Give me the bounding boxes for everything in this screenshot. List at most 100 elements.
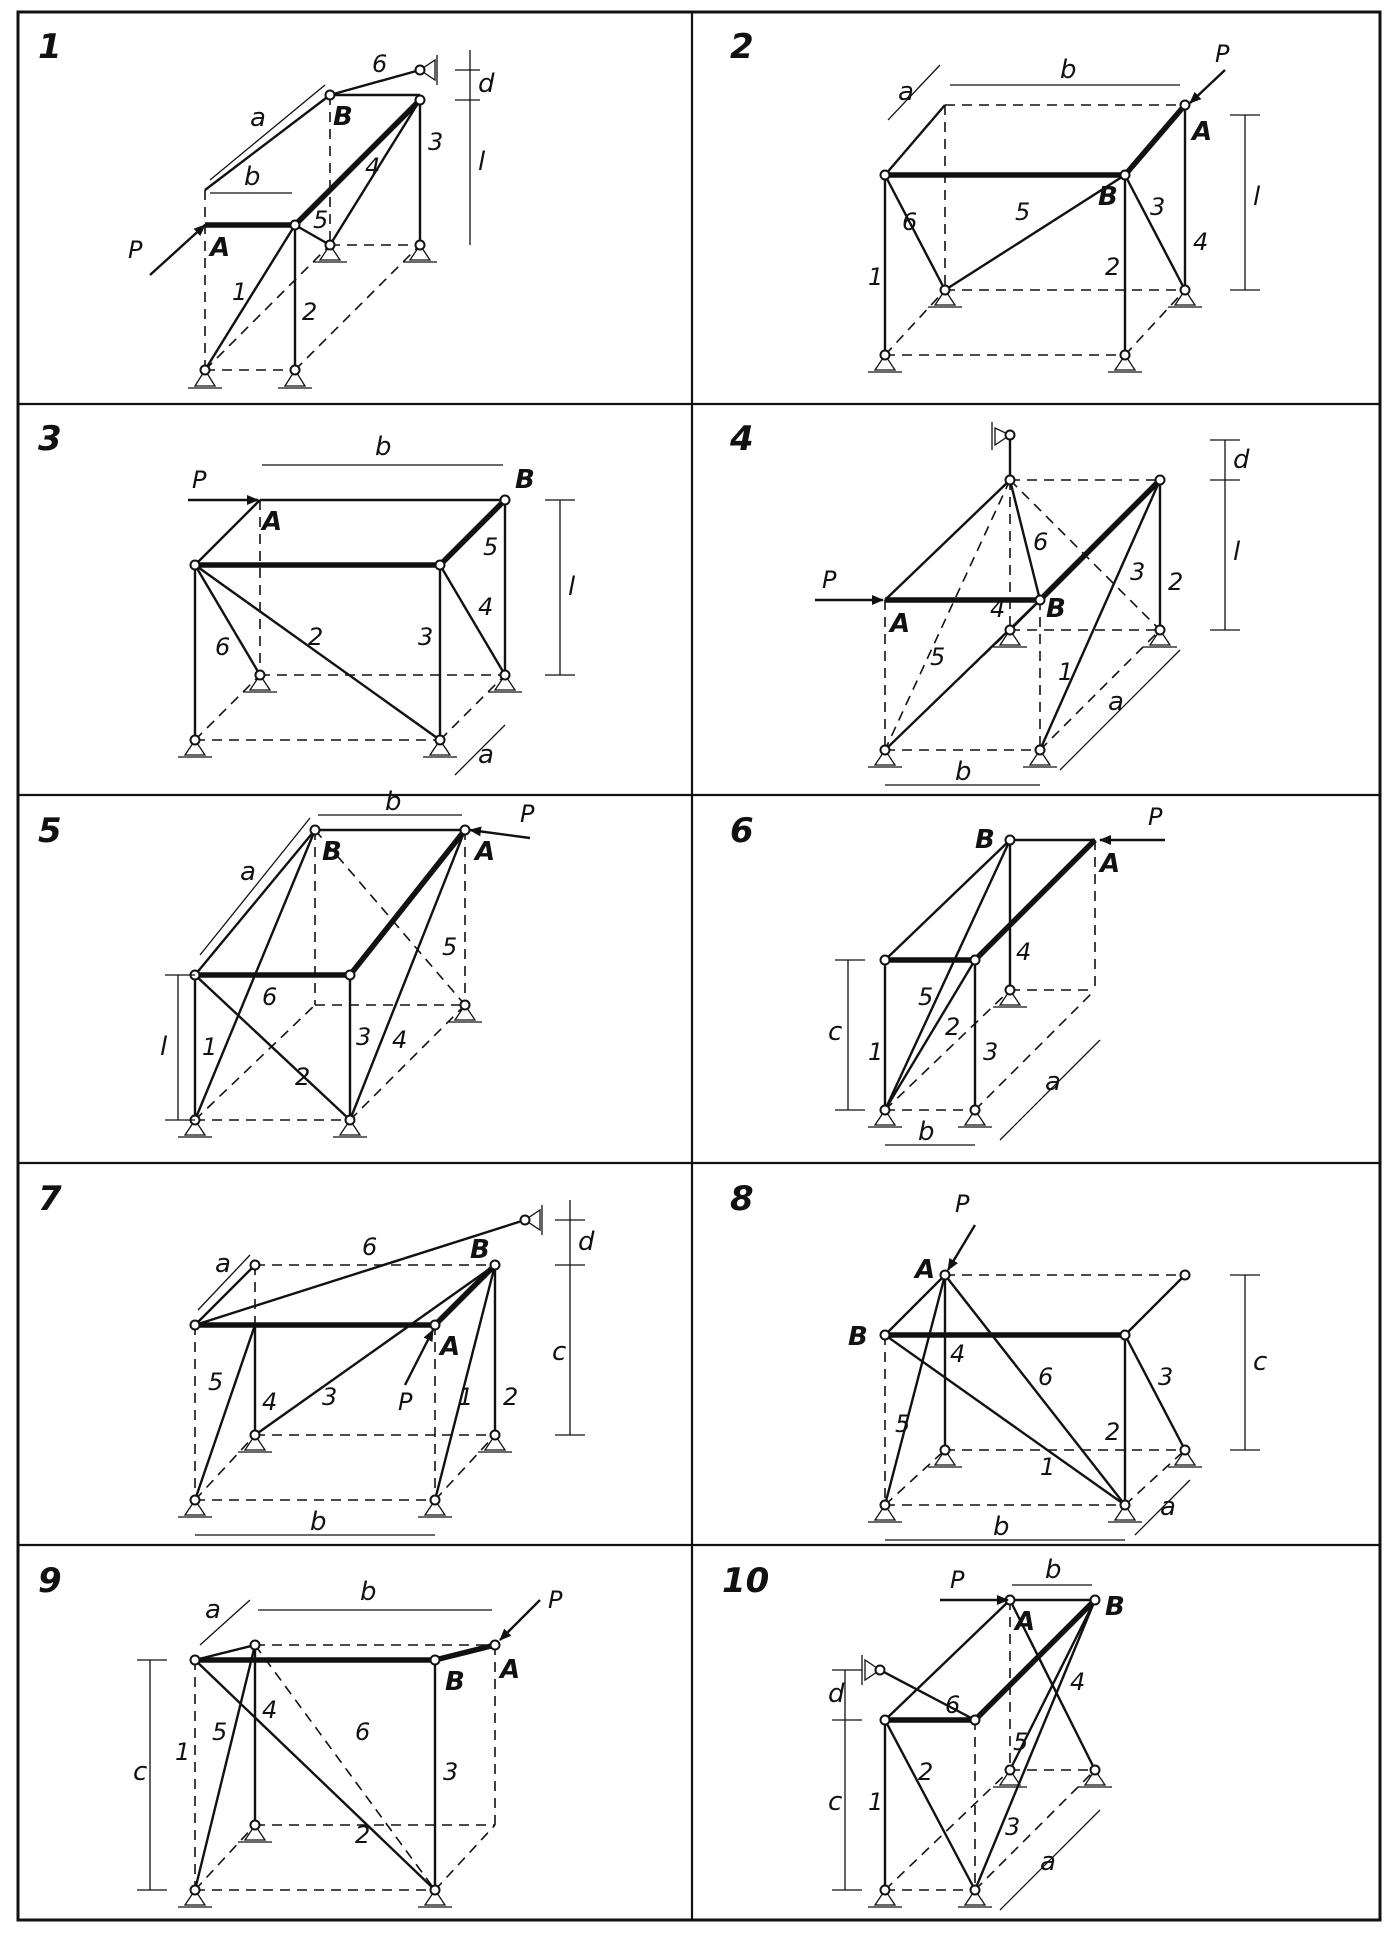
bar-5-label: 5 <box>442 933 457 961</box>
load-label: P <box>548 1586 563 1614</box>
load-label: P <box>1148 803 1163 831</box>
dim-l-label: l <box>478 147 486 177</box>
joints <box>879 99 1191 361</box>
load-label: P <box>398 1388 413 1416</box>
bars <box>883 838 1097 1111</box>
dimensions <box>137 1599 492 1891</box>
dim-d-label: d <box>478 69 495 99</box>
dim-a-label: a <box>215 1249 231 1279</box>
bar-5-label: 5 <box>895 1410 910 1438</box>
node-a-label: A <box>208 233 230 263</box>
node-a-label: A <box>438 1332 460 1362</box>
bar-3-label: 3 <box>1130 558 1145 586</box>
panel-number: 1 <box>38 27 62 67</box>
node-a-label: A <box>1190 117 1212 147</box>
bar-6-label: 6 <box>1033 528 1048 556</box>
bar-3-label: 3 <box>983 1038 998 1066</box>
bars <box>883 103 1188 355</box>
load-arrow <box>149 224 206 276</box>
bar-4-label: 4 <box>262 1388 277 1416</box>
load-arrow <box>499 1599 541 1641</box>
joints <box>879 834 1016 1116</box>
dashed-edges <box>884 840 1096 1111</box>
load-label: P <box>822 566 837 594</box>
bar-2-label: 2 <box>308 623 323 651</box>
dim-c-label: c <box>133 1757 147 1787</box>
bar-5-label: 5 <box>212 1718 227 1746</box>
dim-l-label: l <box>1253 182 1261 212</box>
dimensions <box>262 464 575 776</box>
joints <box>189 1214 531 1506</box>
bar-2-label: 2 <box>1105 1418 1120 1446</box>
load-label: P <box>955 1190 970 1218</box>
dashed-edges <box>204 95 421 371</box>
bar-5-label: 5 <box>313 206 328 234</box>
dim-d-label: d <box>1233 445 1250 475</box>
dashed-edges <box>194 1644 496 1891</box>
dim-a-label: a <box>240 857 256 887</box>
bar-1-label: 1 <box>1040 1453 1055 1481</box>
load-label: P <box>950 1566 965 1594</box>
dim-l-label: l <box>160 1032 168 1062</box>
dim-b-label: b <box>244 162 261 192</box>
bar-4-label: 4 <box>950 1340 965 1368</box>
joints <box>879 429 1166 756</box>
node-b-label: B <box>515 465 535 495</box>
panel-number: 10 <box>722 1561 769 1601</box>
dimensions <box>832 1584 1101 1911</box>
node-b-label: B <box>1098 182 1118 212</box>
bar-3-label: 3 <box>322 1383 337 1411</box>
dim-b-label: b <box>375 432 392 462</box>
bar-6-label: 6 <box>215 633 230 661</box>
bar-6-label: 6 <box>902 208 917 236</box>
dim-c-label: c <box>828 1017 842 1047</box>
load-arrow <box>403 1329 435 1386</box>
panel-1: 1 P A B a <box>38 27 495 389</box>
panel-2: 2 P A B a b <box>730 27 1261 373</box>
node-b-label: B <box>322 837 342 867</box>
panel-4: 4 P A B a b <box>729 419 1250 787</box>
supports <box>178 1003 482 1138</box>
bar-5-label: 5 <box>208 1368 223 1396</box>
bar-6-label: 6 <box>1038 1363 1053 1391</box>
bar-5-label: 5 <box>930 643 945 671</box>
node-a-label: A <box>913 1255 935 1285</box>
bar-3-label: 3 <box>356 1023 371 1051</box>
bar-6-label: 6 <box>262 983 277 1011</box>
bar-5-label: 5 <box>1015 198 1030 226</box>
load-arrow <box>946 1224 977 1271</box>
node-a-label: A <box>498 1655 520 1685</box>
bars <box>879 1598 1097 1891</box>
supports <box>868 288 1202 373</box>
panel-5: 5 P A B a b <box>38 787 535 1138</box>
dimensions <box>165 814 462 1121</box>
bar-2-label: 2 <box>1105 253 1120 281</box>
dim-c-label: c <box>1253 1347 1267 1377</box>
load-arrow <box>1189 69 1226 104</box>
bar-3-label: 3 <box>1150 193 1165 221</box>
dim-c-label: c <box>552 1337 566 1367</box>
node-b-label: B <box>445 1667 465 1697</box>
dim-b-label: b <box>1045 1555 1062 1585</box>
dimensions <box>885 1274 1260 1541</box>
dim-b-label: b <box>918 1117 935 1147</box>
panel-number: 8 <box>730 1179 754 1219</box>
dim-b-label: b <box>993 1512 1010 1542</box>
bar-3-label: 3 <box>428 128 443 156</box>
panel-number: 4 <box>729 419 754 459</box>
dim-a-label: a <box>1045 1067 1061 1097</box>
dim-a-label: a <box>1160 1492 1176 1522</box>
dim-b-label: b <box>1060 55 1077 85</box>
dim-b-label: b <box>385 787 402 817</box>
bar-1-label: 1 <box>868 263 883 291</box>
bar-6-label: 6 <box>362 1233 377 1261</box>
panel-number: 9 <box>38 1561 62 1601</box>
bar-4-label: 4 <box>1016 938 1031 966</box>
bars <box>883 1274 1187 1506</box>
bar-2-label: 2 <box>355 1821 370 1849</box>
bar-1-label: 1 <box>175 1738 190 1766</box>
bar-4-label: 4 <box>478 593 493 621</box>
outer-frame <box>16 10 1382 1922</box>
bars <box>203 68 422 371</box>
